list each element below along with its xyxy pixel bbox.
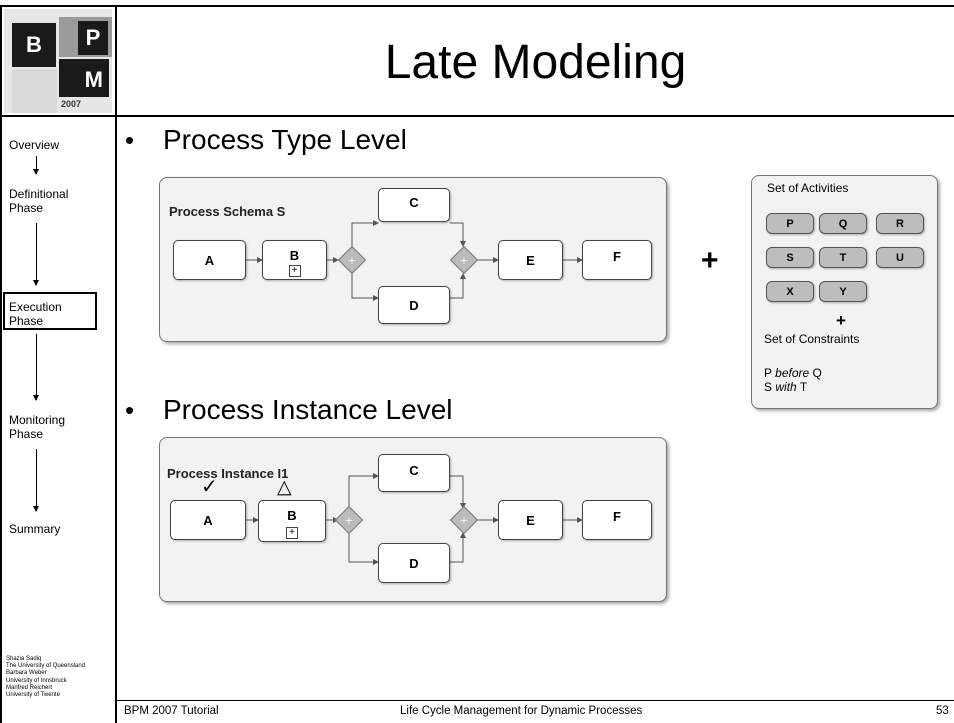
author-line: Manfred Reichert [6, 684, 53, 691]
activity-chip: Y [819, 281, 867, 302]
activity-chip: T [819, 247, 867, 268]
author-line: Barbara Weber [6, 670, 47, 677]
bpm-logo: B P M 2007 [4, 9, 112, 113]
activity-b-label: B [289, 248, 300, 263]
constraints-title: Set of Constraints [764, 332, 860, 346]
header-divider [0, 115, 954, 117]
constraint-activity: P [764, 366, 772, 380]
activity-chip: P [766, 213, 814, 234]
author-line: University of Innsbruck [6, 677, 67, 684]
activity-set-title: Set of Activities [767, 181, 849, 195]
nav-item-overview[interactable]: Overview [9, 138, 60, 152]
logo-letter-b: B [12, 23, 56, 67]
page-number: 53 [936, 705, 949, 717]
author-credits: Shazia Sadiq The University of Queenslan… [6, 656, 116, 699]
logo-letter-p: P [78, 21, 108, 55]
nav-item-definitional-phase[interactable]: Definitional Phase [9, 187, 69, 215]
footer-divider [115, 700, 954, 701]
activity-chip: X [766, 281, 814, 302]
footer-title: Life Cycle Management for Dynamic Proces… [400, 705, 643, 717]
activity-chip: R [876, 213, 924, 234]
activity-set-plus: + [836, 311, 846, 330]
activity-set-panel: Set of Activities P Q R S T U X Y + Set … [751, 175, 938, 409]
nav-arrow [33, 449, 39, 512]
nav-item-execution-phase[interactable]: Execution Phase [9, 300, 62, 328]
nav-arrow [33, 334, 39, 401]
plus-sign: + [701, 244, 719, 277]
bullet-text: Process Instance Level [163, 394, 453, 425]
process-schema-connectors [246, 220, 583, 301]
bullet-dot: • [125, 395, 135, 425]
activity-d: D [378, 543, 450, 583]
activity-c: C [378, 454, 450, 492]
nav-item-summary[interactable]: Summary [9, 522, 61, 536]
activity-f: F [582, 240, 652, 280]
schema-label: Process Schema S [169, 204, 286, 219]
constraint-relation: before [775, 366, 810, 380]
bullet-process-type-level: • Process Type Level [125, 124, 407, 156]
activity-c: C [378, 188, 450, 222]
logo-letter-m: M [59, 59, 109, 97]
activity-a: A [170, 500, 246, 540]
constraint-activity: Q [812, 366, 822, 380]
activity-chip: S [766, 247, 814, 268]
current-phase-highlight [3, 292, 97, 330]
bullet-text: Process Type Level [163, 124, 407, 155]
process-instance-diagram: Process Instance I1 ✓ △ A B + + C D + E … [159, 437, 667, 602]
activity-d: D [378, 286, 450, 324]
activity-a: A [173, 240, 246, 280]
constraint-activity: T [799, 380, 808, 394]
activity-f: F [582, 500, 652, 540]
activity-chip: Q [819, 213, 867, 234]
bullet-process-instance-level: • Process Instance Level [125, 394, 453, 426]
completed-checkmark-icon: ✓ [201, 476, 218, 498]
change-triangle-icon: △ [277, 477, 292, 498]
subprocess-expand-icon: + [288, 265, 301, 277]
instance-label: Process Instance I1 [167, 466, 289, 481]
activity-b: B + [262, 240, 327, 280]
author-line: The University of Queensland [6, 663, 86, 670]
constraint-line: P before Q [764, 366, 822, 380]
logo-year: 2007 [61, 99, 82, 109]
nav-arrow [33, 156, 39, 175]
nav-item-monitoring-phase[interactable]: Monitoring Phase [9, 413, 66, 441]
activity-b: B + [258, 500, 326, 542]
activity-e: E [498, 500, 563, 540]
slide-title: Late Modeling [384, 36, 687, 89]
bullet-dot: • [125, 125, 135, 155]
footer-tutorial: BPM 2007 Tutorial [124, 705, 219, 717]
constraint-relation: with [775, 380, 797, 394]
frame-top-rule [0, 5, 954, 7]
activity-chip: U [876, 247, 924, 268]
constraint-activity: S [764, 380, 773, 394]
author-line: University of Twente [6, 692, 60, 699]
author-line: Shazia Sadiq [6, 656, 42, 662]
subprocess-expand-icon: + [286, 527, 298, 539]
activity-b-label: B [287, 508, 297, 523]
nav-arrow [33, 223, 39, 286]
sidebar-divider [115, 5, 117, 723]
constraint-line: S with T [764, 380, 807, 394]
activity-e: E [498, 240, 563, 280]
frame-left-rule [0, 5, 2, 723]
process-schema-diagram: Process Schema S A B + + C D + E F [159, 177, 667, 342]
